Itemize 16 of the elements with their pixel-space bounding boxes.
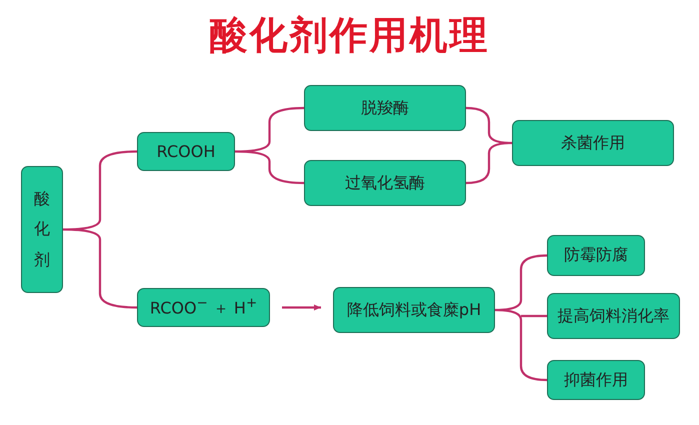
process-box: 酸化剂 (21, 166, 63, 293)
arrow (282, 304, 321, 310)
process-box: 杀菌作用 (512, 120, 674, 166)
process-box: 过氧化氢酶 (304, 160, 466, 206)
process-box: 降低饲料或食糜pH (333, 287, 495, 333)
process-box: 脱羧酶 (304, 85, 466, 131)
brace (466, 106, 514, 184)
process-box: 提高饲料消化率 (547, 293, 680, 339)
process-box: RCOO$^{−}$ ＋ H$^{+}$ (137, 288, 270, 327)
brace (62, 150, 138, 309)
process-box: RCOOH (137, 132, 235, 171)
brace (494, 254, 548, 382)
title: 酸化剂作用机理 (210, 13, 490, 57)
brace (234, 106, 304, 184)
process-box: 防霉防腐 (547, 235, 645, 276)
process-box: 抑菌作用 (547, 360, 645, 400)
